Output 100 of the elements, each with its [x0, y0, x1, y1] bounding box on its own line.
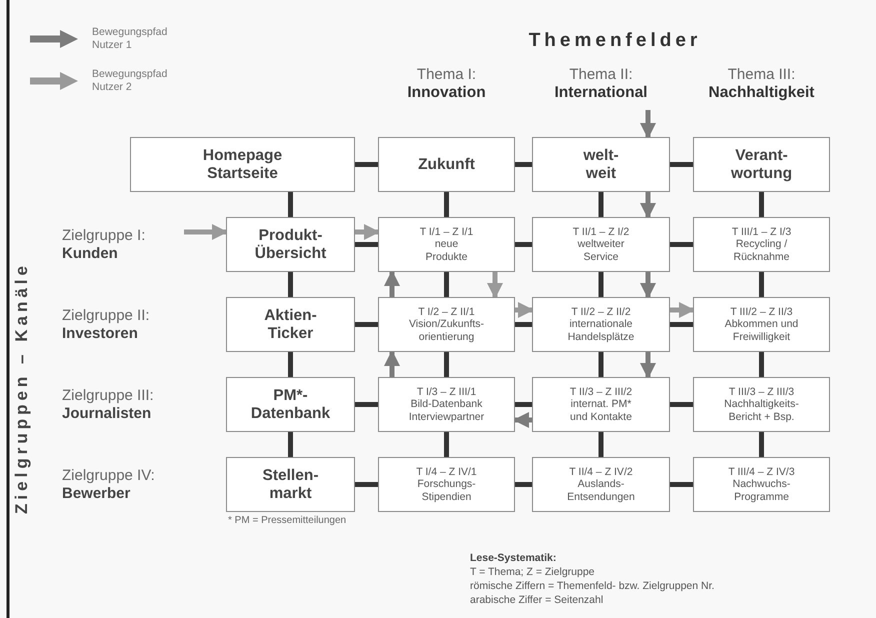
connector-line [355, 242, 378, 247]
page-title: internationale Handelsplätze [566, 318, 636, 343]
page-box [532, 217, 670, 272]
group-number: Thema II: [569, 66, 633, 84]
connector-line [355, 322, 378, 327]
connector-line [515, 162, 532, 167]
page-code: T I/4 – Z IV/1 [416, 466, 477, 478]
section-title: Themenfelder [528, 30, 702, 52]
channel-box [532, 137, 670, 192]
path-arrow [184, 224, 228, 240]
group-name: Kunden [62, 244, 118, 262]
channel-name: welt- weit [582, 146, 620, 182]
path-arrow [513, 412, 532, 428]
page-code: T I/2 – Z II/1 [418, 306, 475, 318]
group-number: Zielgruppe I: [62, 227, 146, 244]
channel-name: Verant- wortung [730, 146, 794, 182]
path-arrow [384, 270, 400, 297]
page-code: T III/1 – Z I/3 [732, 226, 792, 238]
connector-line [444, 432, 449, 457]
page-box [532, 297, 670, 352]
connector-line [670, 162, 693, 167]
connector-line [759, 192, 764, 217]
note-text: römische Ziffern = Themenfeld- bzw. Zielgruppen Nr. [470, 580, 716, 592]
group-number: Zielgruppe III: [62, 387, 154, 404]
channel-name: Produkt- Übersicht [254, 226, 328, 262]
note-text: T = Thema; Z = Zielgruppe [470, 566, 596, 578]
page-code: T III/4 – Z IV/3 [728, 466, 795, 478]
page-code: T I/3 – Z III/1 [416, 386, 476, 398]
connector-line [355, 162, 378, 167]
page-box [693, 377, 830, 432]
channel-box [130, 137, 355, 192]
connector-line [670, 402, 693, 407]
connector-line [670, 322, 693, 327]
connector-line [670, 482, 693, 487]
group-number: Thema I: [416, 66, 476, 84]
page-box [378, 217, 515, 272]
page-title: neue Produkte [424, 238, 469, 263]
page-box [693, 297, 830, 352]
channel-box [226, 217, 355, 272]
page-code: T I/1 – Z I/1 [420, 226, 474, 238]
path-arrow [515, 302, 534, 318]
page-box [378, 297, 515, 352]
page-title: Nachhaltigkeits- Bericht + Bsp. [723, 398, 800, 423]
connector-line [515, 322, 532, 327]
connector-line [759, 352, 764, 377]
channel-box [226, 457, 355, 512]
page-title: Nachwuchs- Programme [732, 478, 792, 503]
connector-line [355, 482, 378, 487]
group-name: International [554, 84, 648, 102]
connector-line [515, 242, 532, 247]
connector-line [355, 402, 378, 407]
group-number: Zielgruppe II: [62, 307, 150, 324]
note-heading: Lese-Systematik: [470, 552, 558, 564]
connector-line [515, 482, 532, 487]
page-title: weltweiter Service [576, 238, 626, 263]
path-arrow [355, 224, 380, 240]
page-title: Forschungs- Stipendien [416, 478, 477, 503]
path-arrow [670, 302, 695, 318]
group-name: Investoren [62, 324, 138, 342]
page-box [532, 377, 670, 432]
connector-line [515, 402, 532, 407]
page-title: Recycling / Rücknahme [732, 238, 791, 263]
group-name: Journalisten [62, 404, 152, 422]
path-arrow [384, 350, 400, 377]
channel-name: Homepage Startseite [202, 146, 284, 182]
footnote: * PM = Pressemitteilungen [228, 515, 348, 526]
channel-name: Aktien- Ticker [263, 306, 318, 342]
channel-name: PM*- Datenbank [250, 386, 332, 422]
page-code: T II/1 – Z I/2 [572, 226, 630, 238]
connector-line [598, 272, 604, 297]
note-text: arabische Ziffer = Seitenzahl [470, 594, 604, 606]
channel-box [226, 377, 355, 432]
page-title: internat. PM* und Kontakte [569, 398, 633, 423]
connector-line [598, 432, 604, 457]
page-box [693, 217, 830, 272]
page-box [378, 377, 515, 432]
page-title: Auslands- Entsendungen [566, 478, 636, 503]
connector-line [444, 192, 449, 217]
connector-line [759, 432, 764, 457]
group-name: Bewerber [62, 484, 130, 502]
connector-line [598, 192, 604, 217]
path-arrow [640, 110, 656, 139]
page-code: T II/2 – Z II/2 [571, 306, 631, 318]
connector-line [670, 242, 693, 247]
group-number: Zielgruppe IV: [62, 467, 155, 484]
connector-line [598, 352, 604, 377]
page-box [378, 457, 515, 512]
path-arrow [640, 272, 656, 299]
legend-text: Bewegungspfad Nutzer 2 [92, 68, 168, 94]
channel-box [226, 297, 355, 352]
connector-line [288, 192, 293, 217]
channel-name: Stellen- markt [262, 466, 320, 502]
channel-box [693, 137, 830, 192]
page-title: Abkommen und Freiwilligkeit [724, 318, 800, 343]
page-title: Bild-Datenbank Interviewpartner [408, 398, 486, 423]
page-box [532, 457, 670, 512]
connector-line [759, 272, 764, 297]
page-box [693, 457, 830, 512]
legend-text: Bewegungspfad Nutzer 1 [92, 26, 168, 52]
channel-box [378, 137, 515, 192]
